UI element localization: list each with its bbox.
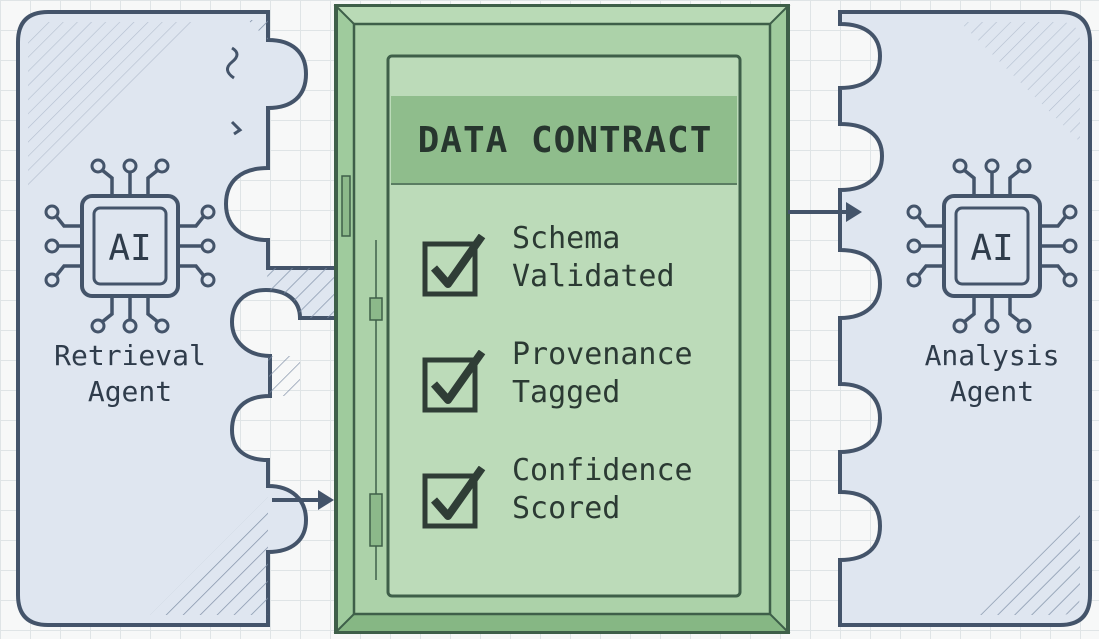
analysis-ai-chip-icon: AI — [906, 158, 1078, 334]
retrieval-hatch-bottom — [150, 497, 268, 615]
contract-item-confidence: Confidence Scored — [412, 452, 732, 552]
checkbox-checked-icon — [422, 350, 486, 413]
contract-item-line2: Validated — [512, 259, 675, 294]
retrieval-agent-name-line1: Retrieval — [54, 339, 206, 372]
checkbox-checked-icon — [422, 234, 486, 297]
arrow-contract-to-analysis — [788, 202, 862, 222]
analysis-agent-name-line1: Analysis — [924, 339, 1060, 372]
analysis-hatch-top — [960, 22, 1080, 142]
contract-panel — [386, 54, 742, 598]
arrow-retrieval-to-contract — [272, 490, 334, 510]
analysis-agent-piece — [838, 10, 1092, 627]
analysis-agent-label: Analysis Agent — [892, 338, 1092, 410]
contract-item-line2: Tagged — [512, 375, 621, 410]
analysis-chip-text: AI — [970, 228, 1013, 269]
retrieval-agent-piece — [16, 10, 340, 627]
contract-item-line1: Confidence — [512, 453, 693, 488]
analysis-agent-name-line2: Agent — [949, 375, 1035, 408]
retrieval-hatch-block — [266, 268, 338, 396]
retrieval-agent-label: Retrieval Agent — [30, 338, 230, 410]
retrieval-hatch-corner — [248, 20, 268, 40]
retrieval-ai-chip-icon: AI — [44, 158, 216, 334]
analysis-hatch-bottom — [980, 515, 1080, 615]
contract-item-line1: Schema — [512, 221, 621, 256]
contract-item-schema: Schema Validated — [412, 220, 732, 320]
contract-item-provenance: Provenance Tagged — [412, 336, 732, 436]
contract-item-line1: Provenance — [512, 337, 693, 372]
retrieval-chip-text: AI — [108, 228, 151, 269]
retrieval-agent-name-line2: Agent — [87, 375, 173, 408]
retrieval-hatch-top — [28, 22, 200, 194]
checkbox-checked-icon — [422, 466, 486, 529]
contract-title: DATA CONTRACT — [417, 119, 713, 161]
contract-header-band — [391, 96, 737, 184]
contract-item-line2: Scored — [512, 491, 621, 526]
